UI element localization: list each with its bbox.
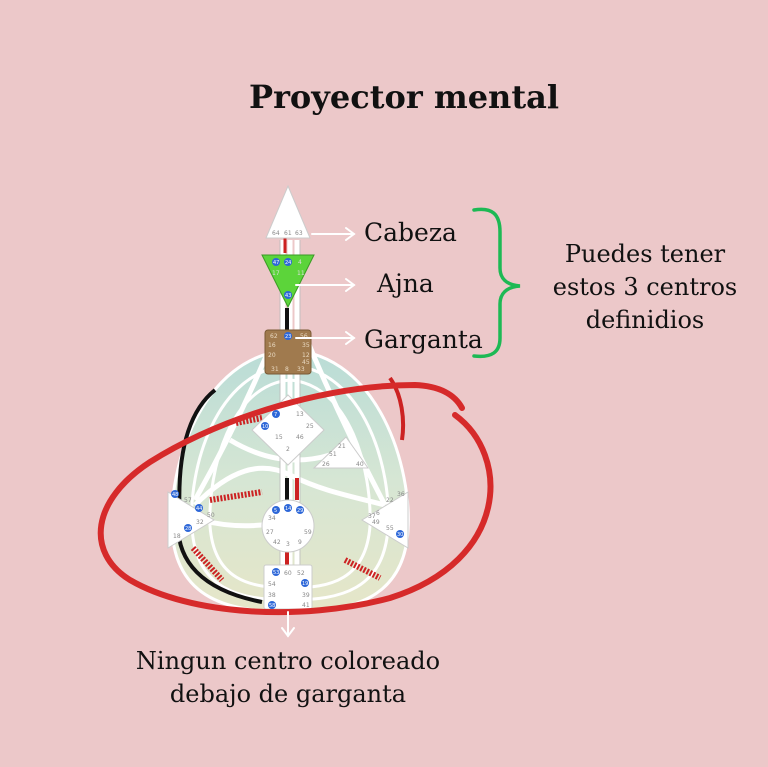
sacral-gate: 9 — [298, 539, 302, 546]
root-gate: 38 — [268, 592, 276, 599]
label-throat: Garganta — [364, 325, 483, 354]
root-gate: 41 — [302, 602, 310, 609]
solar-gate: 36 — [397, 491, 405, 498]
throat-gate: 23 — [285, 334, 291, 340]
solar-gate: 49 — [372, 519, 380, 526]
ajna-gate: 4 — [298, 259, 302, 266]
g-gate: 10 — [262, 424, 268, 430]
throat-center — [264, 329, 312, 375]
throat-gate: 16 — [268, 342, 276, 349]
spleen-gate: 28 — [185, 526, 191, 532]
throat-gate: 8 — [285, 366, 289, 373]
label-ajna: Ajna — [377, 269, 434, 298]
throat-gate: 20 — [268, 352, 276, 359]
heart-center — [312, 436, 369, 469]
spleen-gate: 44 — [196, 506, 202, 512]
sacral-gate: 59 — [304, 529, 312, 536]
heart-gate: 40 — [356, 461, 364, 468]
sacral-gate: 34 — [268, 515, 276, 522]
head-center — [265, 184, 311, 239]
heart-gate: 51 — [329, 451, 337, 458]
solar-gate: 22 — [386, 497, 394, 504]
right-note-line: estos 3 centros — [552, 273, 738, 301]
root-gate: 58 — [269, 603, 275, 609]
g-gate: 25 — [306, 423, 314, 430]
throat-gate: 45 — [302, 359, 310, 366]
bottom-note-line: debajo de garganta — [169, 680, 407, 708]
root-gate: 39 — [302, 592, 310, 599]
throat-gate: 35 — [302, 342, 310, 349]
head-gate: 64 — [272, 230, 280, 237]
ajna-gate: 11 — [297, 270, 305, 277]
solar-gate: 30 — [397, 532, 403, 538]
root-gate: 54 — [268, 581, 276, 588]
spleen-gate: 50 — [207, 512, 215, 519]
label-head: Cabeza — [364, 218, 457, 247]
curly-brace — [472, 207, 521, 359]
bottom-note-line: Ningun centro coloreado — [135, 647, 441, 675]
ajna-gate: 17 — [272, 270, 280, 277]
sacral-gate: 3 — [286, 541, 290, 548]
ajna-gate: 24 — [285, 260, 291, 266]
spleen-gate: 48 — [172, 492, 178, 498]
g-center — [251, 394, 325, 466]
root-gate: 52 — [297, 570, 305, 577]
spleen-gate: 32 — [196, 519, 204, 526]
head-gate: 63 — [295, 230, 303, 237]
sacral-gate: 5 — [274, 508, 277, 514]
right-note-line: Puedes tener — [564, 240, 726, 268]
solar-gate: 37 — [368, 513, 376, 520]
throat-gate: 62 — [270, 333, 278, 340]
ajna-gate: 43 — [285, 293, 291, 299]
root-gate: 53 — [273, 570, 279, 576]
heart-gate: 21 — [338, 443, 346, 450]
sacral-gate: 27 — [266, 529, 274, 536]
bottom-note: Ningun centro coloreado debajo de gargan… — [108, 645, 468, 711]
throat-gate: 31 — [271, 366, 279, 373]
g-gate: 46 — [296, 434, 304, 441]
highlight-circle — [97, 381, 494, 616]
right-note: Puedes tener estos 3 centros definidios — [540, 238, 750, 337]
ajna-center — [261, 254, 315, 309]
throat-gate: 33 — [297, 366, 305, 373]
spleen-center — [167, 491, 215, 549]
g-gate: 7 — [274, 412, 277, 418]
head-gate: 61 — [284, 230, 292, 237]
ajna-gate: 47 — [273, 260, 279, 266]
throat-gate: 56 — [300, 333, 308, 340]
page-title: Proyector mental — [249, 78, 559, 116]
throat-gate: 12 — [302, 352, 310, 359]
solar-gate: 55 — [386, 525, 394, 532]
sacral-gate: 14 — [285, 506, 291, 512]
spleen-gate: 18 — [173, 533, 181, 540]
sacral-gate: 29 — [297, 508, 303, 514]
root-gate: 60 — [284, 570, 292, 577]
g-gate: 15 — [275, 434, 283, 441]
spleen-gate: 57 — [184, 497, 192, 504]
right-note-line: definidios — [585, 306, 705, 334]
solar-gate: 6 — [376, 510, 380, 517]
g-gate: 13 — [296, 411, 304, 418]
sacral-gate: 42 — [273, 539, 281, 546]
root-gate: 19 — [302, 581, 308, 587]
g-gate: 2 — [286, 446, 290, 453]
heart-gate: 26 — [322, 461, 330, 468]
